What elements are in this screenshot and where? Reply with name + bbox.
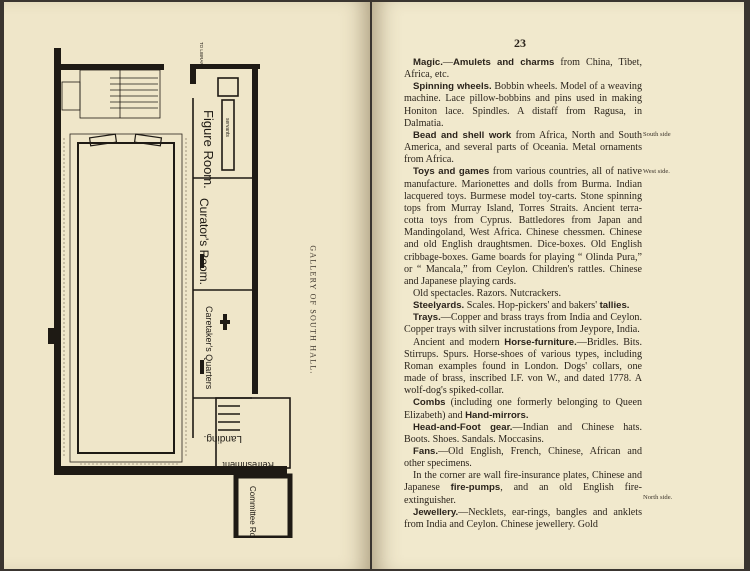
bold-term: Bead and shell work — [413, 129, 512, 141]
plan-wall-north-east — [190, 64, 260, 69]
plan-case-left — [88, 133, 118, 147]
paragraph: Steelyards. Scales. Hop-pickers' and bak… — [404, 300, 642, 312]
paragraph: Spinning wheels. Bobbin wheels. Model of… — [404, 81, 642, 130]
text-run: from China, Tibet, Africa, etc. — [404, 57, 642, 81]
plan-wall-north — [54, 64, 164, 70]
plan-wall-west — [54, 48, 61, 473]
page-body-text: Magic.—Amulets and charms from China, Ti… — [404, 57, 642, 531]
plan-committee-room — [233, 473, 293, 538]
paragraph: Head-and-Foot gear.—Indian and Chinese h… — [404, 422, 642, 446]
paragraph: Toys and games from various countries, a… — [404, 166, 642, 288]
margin-note-north-side: North side. — [643, 494, 673, 501]
floor-plan: Figure Room. servants Curator's Room. Ca… — [48, 42, 293, 538]
text-run: Ancient and modern — [413, 336, 505, 348]
margin-note-west-side: West side. — [643, 168, 670, 175]
paragraph: Ancient and modern Horse-furniture.—Brid… — [404, 337, 642, 398]
bold-term: Horse-furniture. — [504, 336, 577, 348]
bold-term: Fans. — [413, 446, 439, 457]
paragraph: Jewellery.—Necklets, ear-rings, bangles … — [404, 507, 642, 531]
plan-cabinet — [221, 99, 235, 171]
text-run: —Indian and Chinese hats. Boots. Shoes. … — [404, 421, 643, 445]
paragraph: Magic.—Amulets and charms from China, Ti… — [404, 57, 642, 81]
paragraph: Trays.—Copper and brass trays from India… — [404, 312, 642, 336]
text-run: In the corner are wall fire-insurance pl… — [404, 470, 642, 494]
bold-term: Magic. — [413, 57, 443, 68]
paragraph: In the corner are wall fire-insurance pl… — [404, 470, 642, 506]
text-run: —Old English, French, Chinese, African a… — [404, 446, 642, 470]
plan-caption: GALLERY OF SOUTH HALL. — [308, 245, 318, 375]
plan-label-landing: Landing. — [204, 433, 242, 444]
text-run: —Bridles. Bits. Stirrups. Spurs. Horse-s… — [404, 336, 642, 397]
plan-label-curators-room: Curator's Room. — [197, 198, 211, 285]
plan-label-figure-room: Figure Room. — [201, 110, 216, 189]
paragraph: Fans.—Old English, French, Chinese, Afri… — [404, 446, 642, 470]
text-run: —Copper and brass trays from India and C… — [404, 312, 642, 336]
text-run: Old spectacles. Razors. Nutcrackers. — [413, 287, 561, 299]
text-run: (including one formerly belonging to Que… — [404, 397, 642, 421]
plan-label-figure-room-sub: servants — [224, 118, 230, 137]
bold-term: fire-pumps — [450, 482, 501, 494]
bold-term: Amulets and charms — [452, 57, 555, 68]
text-run: from various countries, all of native ma… — [404, 166, 642, 287]
bold-term: Trays. — [413, 312, 441, 324]
plan-pier — [48, 328, 56, 344]
bold-term: Hand-mirrors. — [465, 409, 529, 421]
plan-label-caretakers: Caretaker's Quarters — [204, 306, 214, 390]
margin-note-south-side: South side — [643, 131, 671, 138]
bold-term: Head-and-Foot gear. — [413, 421, 513, 433]
plan-side-caption: GALLERY OF SOUTH HALL. — [306, 230, 320, 390]
text-run: Bobbin wheels. Model of a weaving machin… — [404, 81, 643, 129]
text-run: , and an old English fire-extinguisher. — [404, 482, 642, 506]
plan-case-right — [133, 133, 163, 147]
gallery-opening — [77, 142, 175, 454]
plan-label-refreshment: Refreshment — [222, 460, 274, 470]
plan-stair-top — [61, 69, 161, 119]
plan-d-room — [217, 77, 239, 97]
text-run: — — [442, 57, 453, 68]
paragraph: Bead and shell work from Africa, North a… — [404, 130, 642, 166]
bold-term: Steelyards. — [413, 300, 465, 312]
paragraph: Old spectacles. Razors. Nutcrackers. — [404, 288, 642, 300]
plan-wall-east — [252, 64, 258, 394]
right-page — [372, 2, 744, 569]
text-run: from Africa, North and South America, an… — [404, 129, 642, 166]
bold-term: Spinning wheels. — [413, 81, 492, 93]
text-run: Scales. Hop-pickers' and bakers' — [464, 300, 600, 312]
bold-term: Combs — [413, 397, 446, 409]
text-run: —Necklets, ear-rings, bangles and anklet… — [404, 506, 642, 530]
page-number: 23 — [514, 36, 526, 50]
plan-post-top — [190, 64, 196, 84]
plan-wall-south — [54, 466, 287, 475]
plan-label-committee-room: Committee Room — [248, 486, 257, 538]
gallery-rail — [69, 133, 183, 463]
bold-term: Toys and games — [413, 166, 490, 178]
paragraph: Combs (including one formerly belonging … — [404, 397, 642, 421]
bold-term: tallies. — [599, 300, 630, 312]
plan-label-top: TO LIBRARY — [199, 42, 204, 69]
bold-term: Jewellery. — [413, 506, 459, 518]
